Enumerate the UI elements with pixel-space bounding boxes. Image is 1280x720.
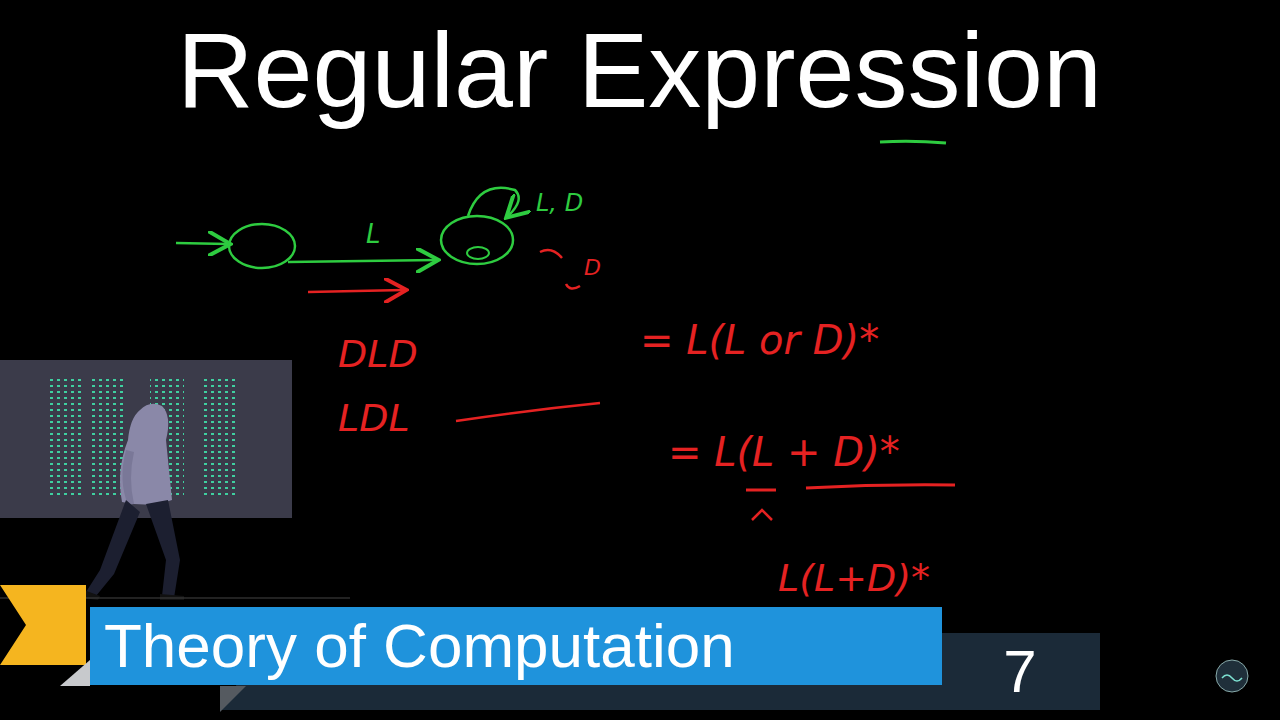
episode-number: 7 [1003, 639, 1036, 705]
regex-result: L(L+D)* [778, 558, 930, 600]
regex-step: = L(L + D)* [668, 430, 900, 474]
loop-label: L, D [536, 190, 583, 216]
series-banner: Theory of Computation [90, 607, 942, 685]
series-name: Theory of Computation [104, 612, 735, 680]
thumbnail-title: Regular Expression [177, 12, 1102, 129]
transition-label: L [366, 220, 381, 249]
regex-step: = L(L or D)* [640, 318, 879, 362]
example-string: LDL [338, 398, 410, 440]
episode-band: 7 [960, 633, 1080, 710]
example-string: DLD [338, 334, 418, 376]
note-symbol: D [584, 256, 601, 280]
